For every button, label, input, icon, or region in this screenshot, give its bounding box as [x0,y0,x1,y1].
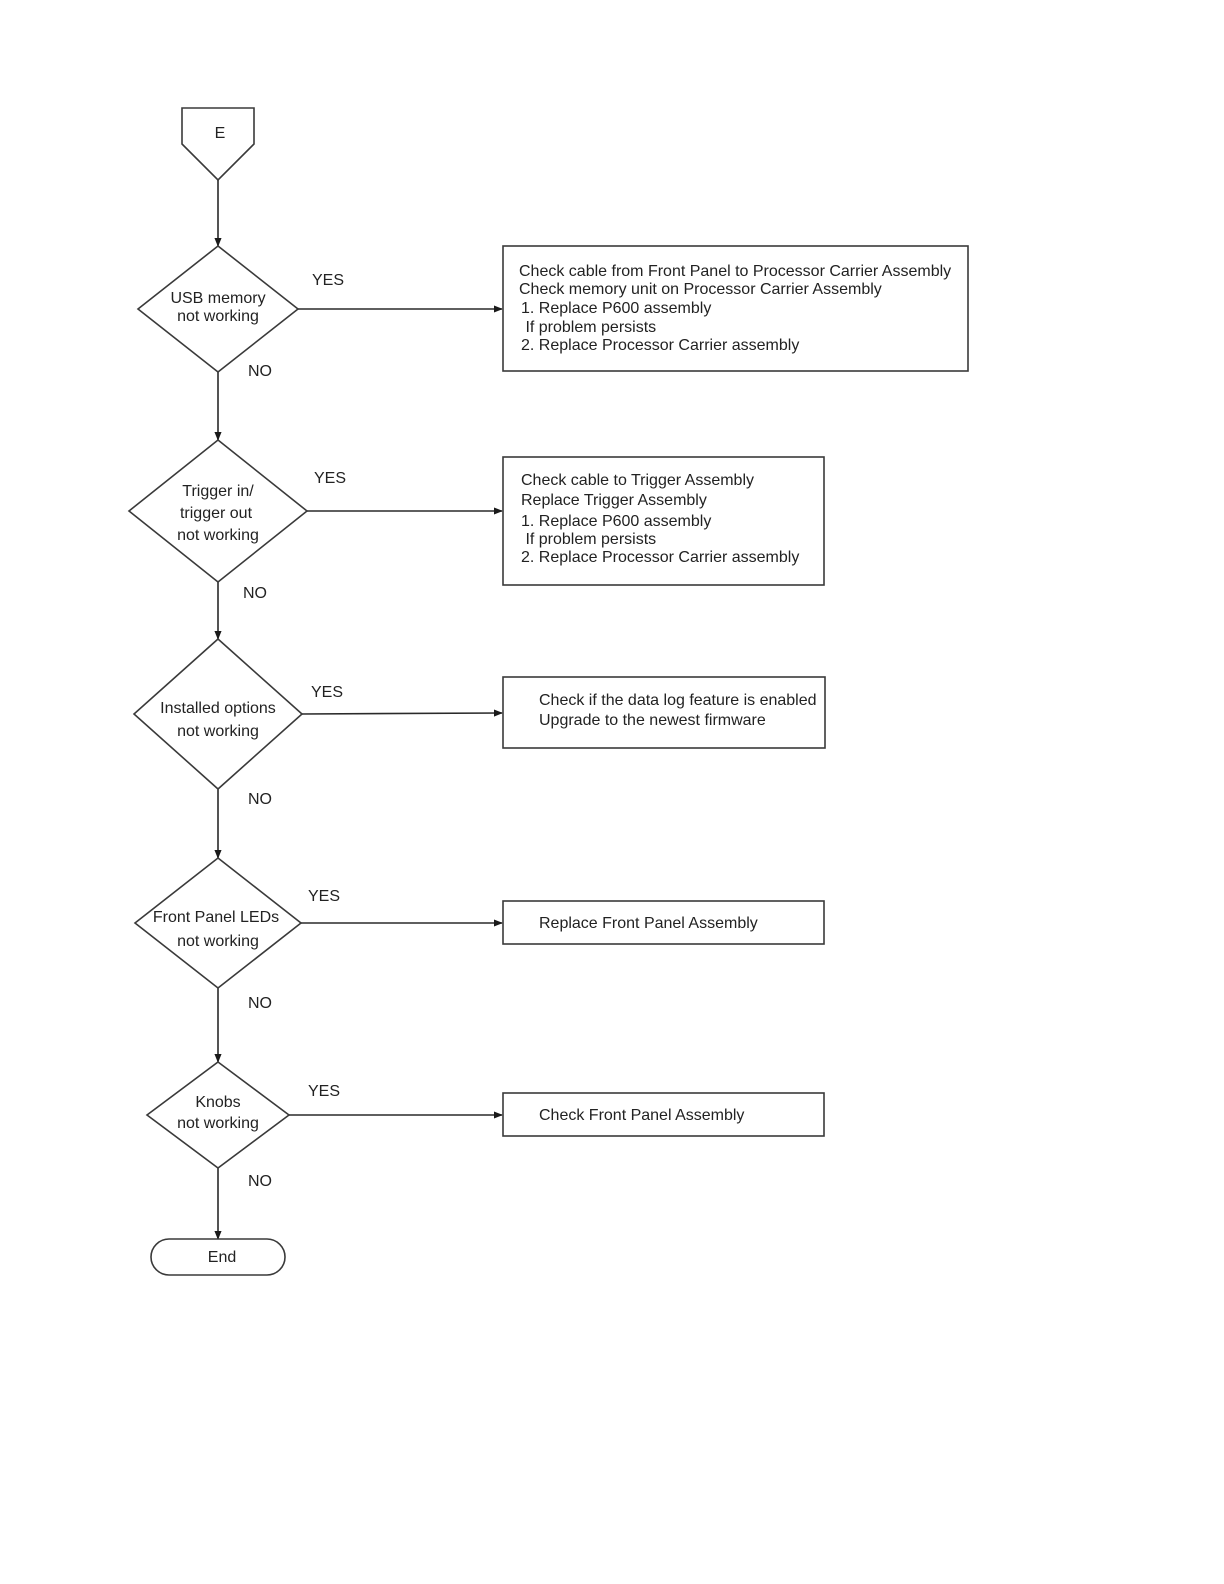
yes-arrow [301,709,503,717]
start-connector: E [181,107,255,182]
yes-label: YES [308,888,340,905]
action-box-knobs: Check Front Panel Assembly [502,1092,825,1137]
decision-text-line: not working [177,723,259,740]
yes-label: YES [312,272,344,289]
no-label: NO [248,791,272,808]
decision-knobs: Knobs not working YES NO [145,1061,503,1190]
action-text-line: Check Front Panel Assembly [539,1107,744,1124]
decision-text-line: trigger out [180,505,253,522]
decision-text-line: Trigger in/ [182,483,254,500]
action-text-line: Check cable to Trigger Assembly [521,472,754,489]
decision-front-panel-leds: Front Panel LEDs not working YES NO [133,856,503,1012]
no-label: NO [248,995,272,1012]
action-text-line: 1. Replace P600 assembly [521,300,711,317]
decision-text-line: not working [177,308,259,325]
decision-text-line: Installed options [160,700,276,717]
action-text-line: 2. Replace Processor Carrier assembly [521,337,799,354]
decision-installed-options: Installed options not working YES NO [132,637,503,808]
action-text-line: If problem persists [521,319,656,336]
no-label: NO [243,585,267,602]
yes-label: YES [308,1083,340,1100]
action-text-line: If problem persists [521,531,656,548]
no-label: NO [248,1173,272,1190]
yes-label: YES [311,684,343,701]
action-box-trigger: Check cable to Trigger Assembly Replace … [502,456,825,586]
action-box-front-panel-leds: Replace Front Panel Assembly [502,900,825,945]
action-text-line: Check if the data log feature is enabled [539,692,817,709]
decision-text-line: not working [177,1115,259,1132]
action-text-line: Replace Trigger Assembly [521,492,707,509]
decision-text-line: not working [177,527,259,544]
decision-text-line: not working [177,933,259,950]
action-box-installed-options: Check if the data log feature is enabled… [502,676,826,749]
end-terminator-label: End [208,1249,236,1266]
action-text-line: Check cable from Front Panel to Processo… [519,263,951,280]
yes-label: YES [314,470,346,487]
decision-text-line: Knobs [195,1094,240,1111]
decision-trigger: Trigger in/ trigger out not working YES … [127,438,503,602]
action-text-line: Upgrade to the newest firmware [539,712,766,729]
action-box-usb-memory: Check cable from Front Panel to Processo… [502,245,969,372]
action-text-line: 2. Replace Processor Carrier assembly [521,549,799,566]
start-connector-label: E [215,125,226,142]
action-text-line: 1. Replace P600 assembly [521,513,711,530]
action-text-line: Replace Front Panel Assembly [539,915,758,932]
no-label: NO [248,363,272,380]
decision-usb-memory: USB memory not working YES NO [136,244,503,380]
end-terminator: End [150,1238,286,1276]
decision-text-line: USB memory [170,290,265,307]
action-text-line: Check memory unit on Processor Carrier A… [519,281,882,298]
decision-text-line: Front Panel LEDs [153,909,279,926]
